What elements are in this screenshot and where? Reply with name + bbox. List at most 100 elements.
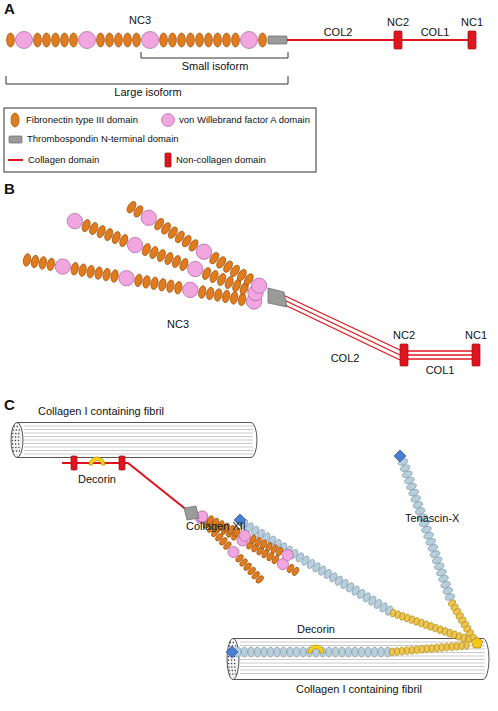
vwa-domain	[142, 32, 159, 49]
tenascin-repeat	[268, 647, 274, 657]
fibril-microfibril	[228, 659, 229, 660]
fibril-label: Collagen I containing fibril	[38, 405, 164, 418]
collagen-strand	[408, 350, 472, 351]
fibril-outline	[10, 422, 258, 458]
collagen-xii-domains	[7, 32, 267, 49]
tenascin-egf-repeat	[454, 642, 460, 650]
fibronectin-domain	[124, 33, 132, 47]
thrombospondin-domain	[184, 506, 199, 520]
fibronectin-domain	[291, 566, 300, 576]
tenascin-egf-repeat	[439, 643, 445, 651]
fibril-striation	[240, 673, 485, 674]
fibril-microfibril	[15, 443, 16, 444]
tenascin-repeat	[248, 647, 254, 657]
part-label: COL1	[426, 364, 455, 377]
legend-sample	[162, 114, 175, 127]
fibronectin-domain	[255, 574, 265, 584]
fibronectin-domain	[178, 33, 186, 47]
tenascin-egf-repeat	[459, 642, 465, 650]
fibronectin-domain	[106, 33, 114, 47]
fibril-striation	[24, 436, 253, 437]
fibronectin-domain	[142, 275, 151, 289]
collagen-triple-helix	[283, 295, 472, 360]
fibril-microfibril	[229, 670, 230, 671]
panel-letter: B	[4, 180, 15, 197]
vwa-domain	[141, 210, 156, 225]
tenascin-egf-repeat	[464, 641, 470, 649]
fibril-striation	[24, 443, 253, 444]
tenascin-repeat	[339, 647, 345, 657]
fibril-microfibril	[15, 447, 16, 448]
legend-sample	[11, 113, 19, 127]
tenascin-repeat	[255, 647, 261, 657]
vwa-domain	[188, 261, 203, 276]
fibril-striation	[24, 447, 253, 448]
part-label: Large isoform	[114, 86, 181, 99]
fibronectin-domain	[22, 253, 31, 267]
vwa-domain	[16, 32, 33, 49]
fibril-striation	[240, 642, 485, 643]
panel-letter: A	[4, 0, 15, 17]
collagen-strand	[408, 354, 472, 355]
fibril-microfibril	[13, 450, 14, 451]
fibril-microfibril	[234, 656, 235, 657]
fibril-microfibril	[15, 440, 16, 441]
fibril-microfibril	[235, 645, 236, 646]
fibronectin-domain	[259, 33, 267, 47]
tenascin-egf-repeat	[434, 644, 440, 652]
fibril-microfibril	[15, 436, 16, 437]
fibril-microfibril	[13, 429, 14, 430]
tenascin-repeat	[242, 647, 248, 657]
fibril-microfibril	[19, 450, 20, 451]
isoform-bracket	[6, 76, 288, 84]
fibronectin-domain	[222, 290, 231, 304]
fibronectin-domain	[86, 265, 95, 279]
vwa-domain	[119, 271, 134, 286]
fibronectin-domain	[232, 33, 240, 47]
legend-text: Collagen domain	[28, 154, 99, 166]
fibril-microfibril	[16, 450, 17, 451]
tenascin-repeat	[274, 647, 280, 657]
fibronectin-domain	[70, 262, 79, 276]
part-label: Collagen XII	[186, 520, 246, 533]
fibril-microfibril	[231, 656, 232, 657]
non-collagen-domain	[394, 31, 402, 49]
tenascin-repeat	[281, 647, 287, 657]
fibril-microfibril	[232, 673, 233, 674]
tenascin-repeat	[352, 647, 358, 657]
fibril-cross-section	[11, 423, 23, 458]
fibril-striation	[240, 663, 485, 664]
fibril-striation	[24, 440, 253, 441]
fibril-microfibril	[234, 659, 235, 660]
fibril-microfibril	[230, 642, 231, 643]
collagen-strand	[408, 358, 472, 359]
part-label: COL2	[324, 26, 353, 39]
legend-text: von Willebrand factor A domain	[179, 114, 310, 126]
fibronectin-domain	[102, 268, 111, 282]
fibril-striation	[24, 450, 253, 451]
fibril-microfibril	[16, 426, 17, 427]
fibril-striation	[240, 656, 485, 657]
fibril-microfibril	[234, 663, 235, 664]
fibronectin-domain	[110, 269, 119, 283]
fibril-microfibril	[231, 663, 232, 664]
part-label: Small isoform	[182, 60, 249, 73]
fibril-microfibril	[12, 440, 13, 441]
vwa-domain	[251, 278, 266, 293]
fibril-striation	[240, 670, 485, 671]
fibril-microfibril	[228, 656, 229, 657]
fibrinogen-domain	[394, 450, 406, 462]
tenascin-egf-repeat	[429, 644, 435, 652]
fibril-striation	[24, 426, 253, 427]
collagen-domain-line	[62, 463, 188, 511]
part-label: COL2	[331, 352, 360, 365]
fibril-microfibril	[12, 443, 13, 444]
fibril-microfibril	[18, 447, 19, 448]
tenascin-x	[226, 450, 483, 658]
fibronectin-domain	[223, 33, 231, 47]
part-label: NC1	[465, 329, 487, 342]
fibronectin-domain	[133, 33, 141, 47]
vwa-domain	[127, 237, 142, 252]
tenascin-repeat	[333, 647, 339, 657]
